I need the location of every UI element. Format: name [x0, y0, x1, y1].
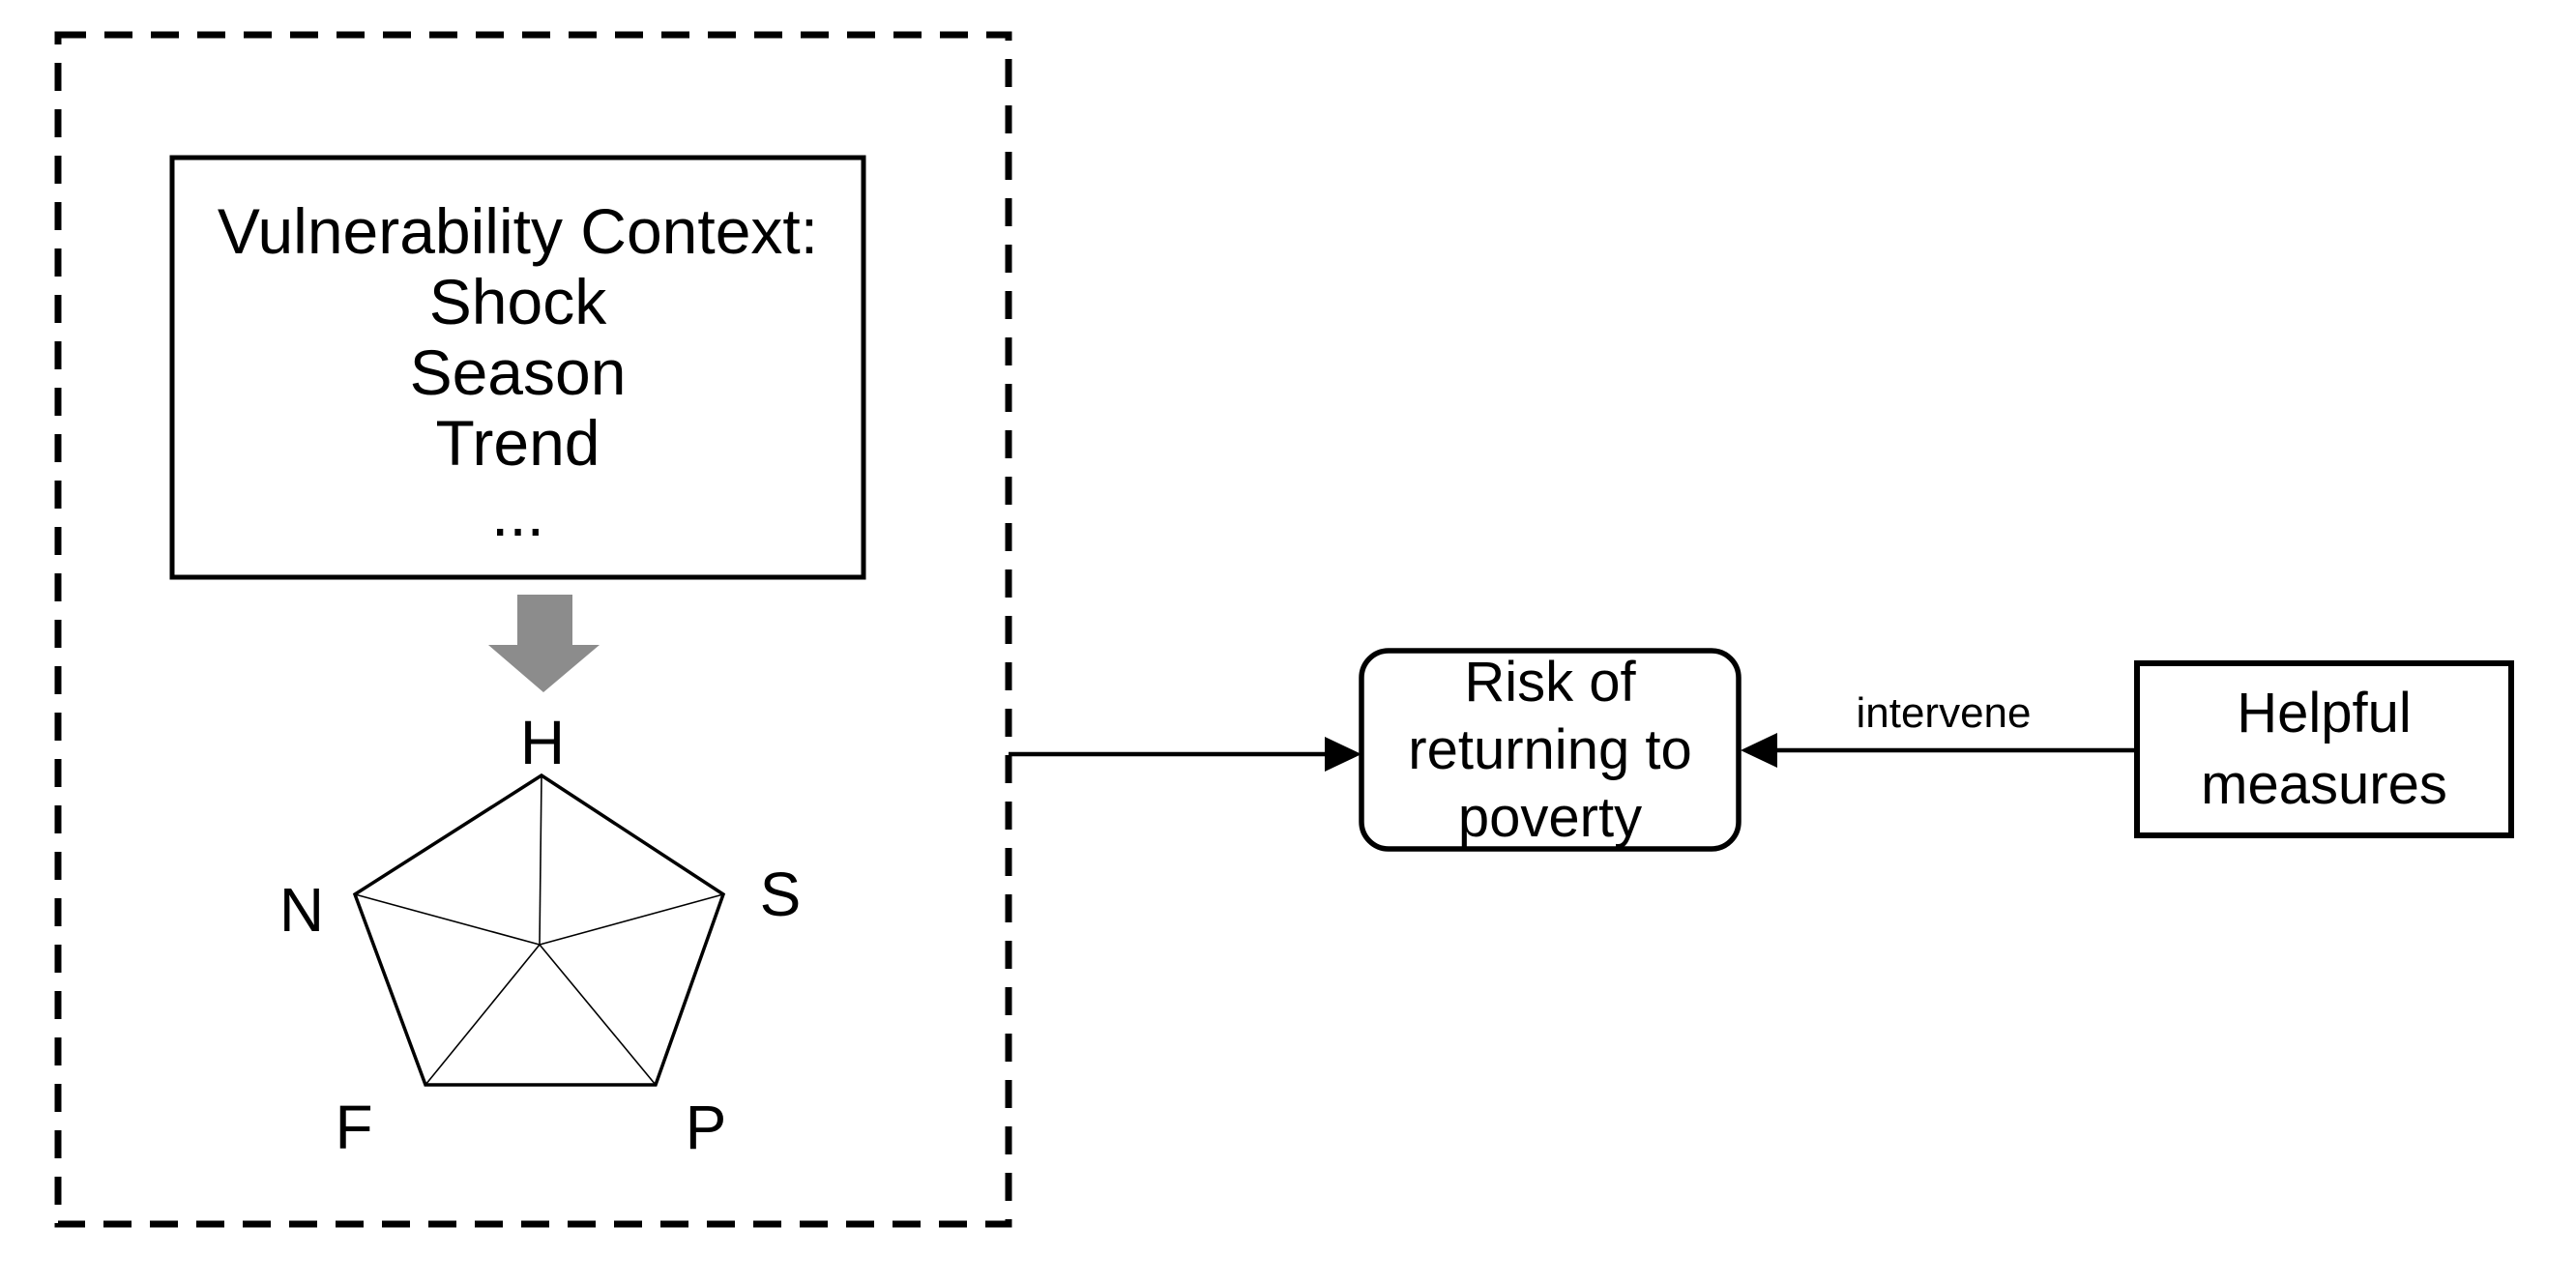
pentagon-label-s: S: [760, 860, 802, 929]
pentagon-outline: [352, 773, 726, 1087]
risk-box-line: poverty: [1457, 785, 1643, 849]
risk-box-line: Risk of: [1464, 650, 1636, 714]
risk-box-text: Risk of returning to poverty: [1361, 651, 1739, 849]
down-arrow-icon: [488, 595, 600, 692]
pentagon-shape: [352, 773, 726, 1087]
vulnerability-context-item: Shock: [428, 266, 607, 337]
pentagon-label-p: P: [686, 1093, 727, 1162]
pentagon-label-f: F: [335, 1093, 372, 1162]
pentagon-label-h: H: [520, 708, 565, 777]
vulnerability-context-title: Vulnerability Context:: [217, 195, 819, 267]
vulnerability-context-item: ...: [490, 478, 544, 549]
vulnerability-context-item: Season: [409, 336, 627, 408]
risk-box: [1359, 648, 1742, 852]
pentagon-spoke-bottom-left: [424, 944, 541, 1086]
intervene-arrow: [1741, 733, 2137, 768]
pentagon-spoke-left: [354, 893, 541, 946]
pentagon-label-n: N: [279, 875, 324, 945]
risk-connector-arrow: [1009, 737, 1361, 772]
vulnerability-context-item: Trend: [435, 407, 600, 479]
pentagon-spoke-right: [539, 893, 724, 946]
helpful-measures-box: [2134, 660, 2514, 838]
left-arrowhead-icon: [1741, 733, 1777, 768]
vulnerability-region-dashed-border: [54, 31, 1012, 1228]
intervene-arrow-label: intervene: [1856, 689, 2032, 737]
pentagon-spoke-top: [539, 774, 542, 946]
helpful-measures-text: Helpful measures: [2137, 663, 2511, 835]
right-arrowhead-icon: [1325, 737, 1361, 772]
vulnerability-context-box: [169, 155, 866, 580]
helpful-measures-line: Helpful: [2237, 682, 2412, 744]
vulnerability-context-text: Vulnerability Context: Shock Season Tren…: [172, 158, 864, 577]
pentagon-spoke-bottom-right: [539, 944, 657, 1086]
risk-box-line: returning to: [1408, 717, 1692, 781]
helpful-measures-line: measures: [2201, 753, 2447, 816]
